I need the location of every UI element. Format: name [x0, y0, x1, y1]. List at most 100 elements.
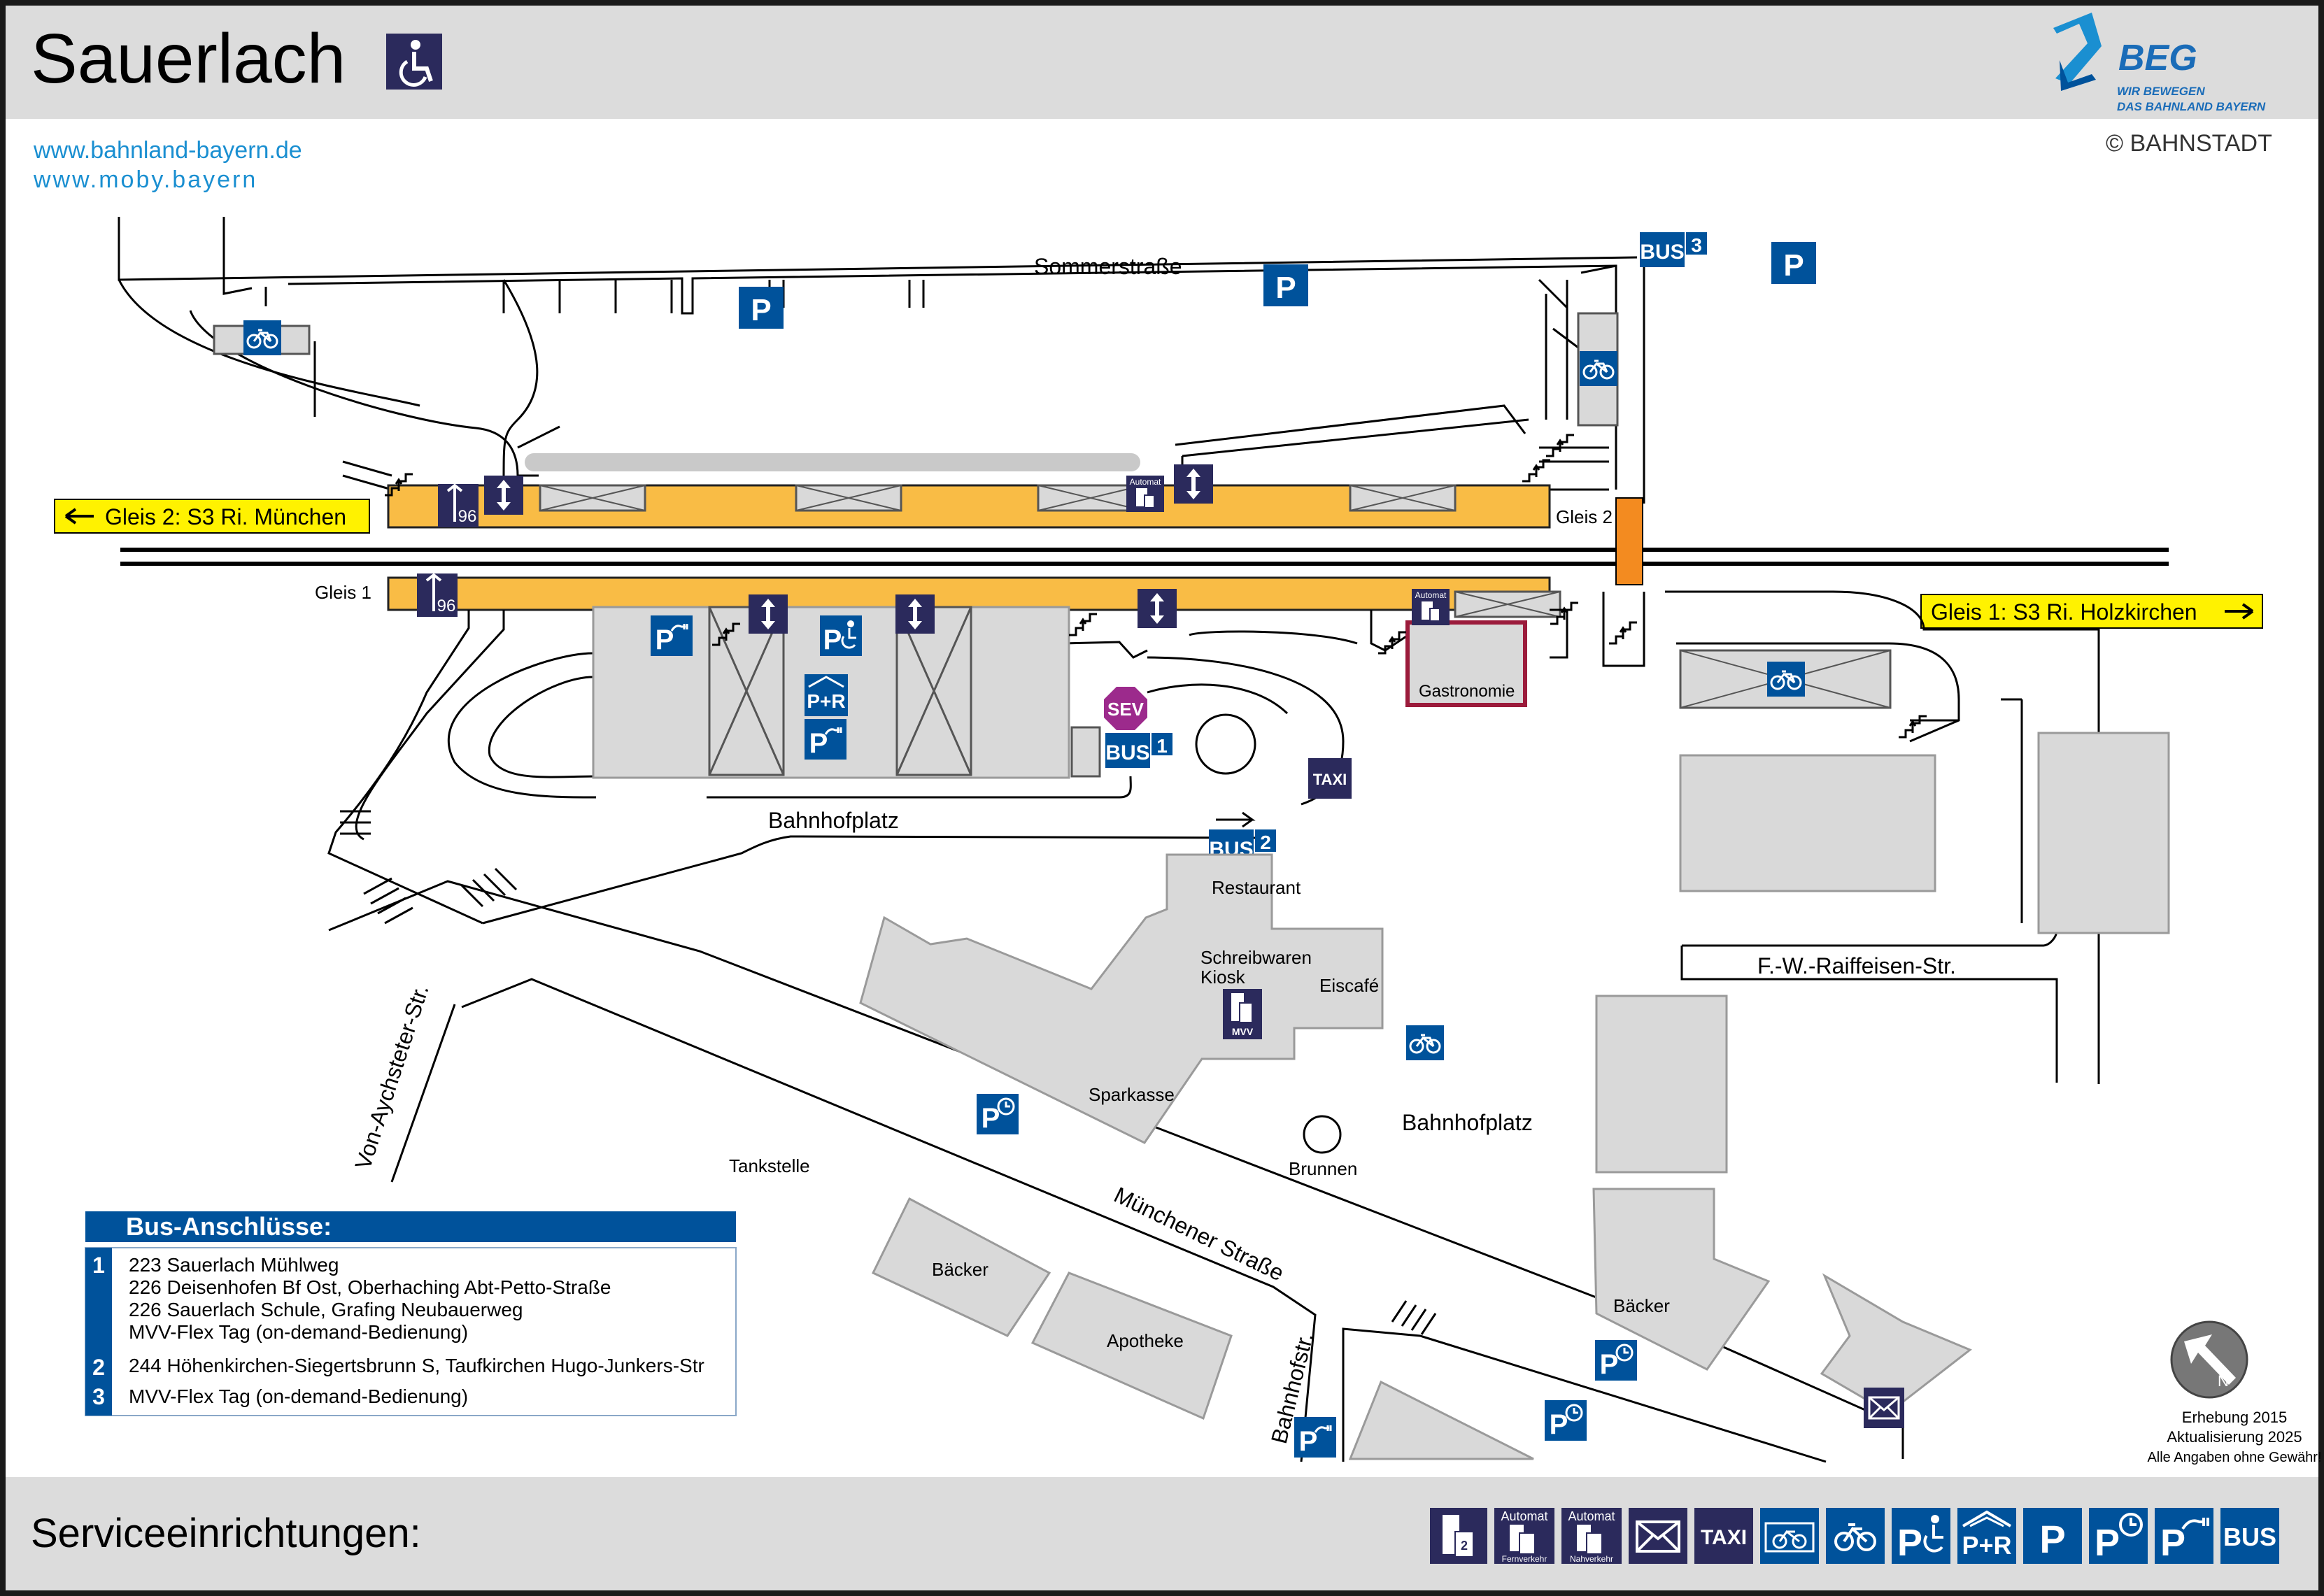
link-moby-bayern[interactable]: www.moby.bayern — [33, 166, 257, 193]
place-sparkasse: Sparkasse — [1089, 1084, 1175, 1105]
svg-text:P+R: P+R — [1962, 1531, 2011, 1560]
place-brunnen: Brunnen — [1289, 1158, 1357, 1179]
place-tankstelle: Tankstelle — [729, 1155, 810, 1176]
elevator-icon — [895, 594, 935, 634]
sev-icon: SEV — [1104, 687, 1147, 730]
parking-icon — [1263, 264, 1308, 306]
town-buildings — [859, 732, 2170, 1460]
bus-row-1-num: 1 — [92, 1253, 105, 1278]
mailbox-icon — [1629, 1508, 1687, 1564]
taxi-icon: TAXI — [1308, 758, 1352, 799]
svg-text:BUS: BUS — [1640, 241, 1684, 264]
svg-text:MVV: MVV — [1232, 1026, 1254, 1037]
wheelchair-icon — [386, 34, 442, 90]
bike-box-icon — [1577, 312, 1619, 427]
short-term-parking-icon: P — [2089, 1508, 2148, 1564]
place-baecker-east: Bäcker — [1613, 1295, 1670, 1316]
tree-row — [525, 453, 1140, 471]
place-kiosk: Kiosk — [1200, 967, 1246, 988]
ticket-machine-nahverkehr-icon: Automat Nahverkehr — [1561, 1508, 1622, 1564]
place-eiscafe: Eiscafé — [1319, 975, 1379, 996]
svg-text:2: 2 — [1260, 832, 1271, 853]
ticket-machine-icon — [1411, 588, 1450, 626]
street-sommerstrasse: Sommerstraße — [1034, 254, 1182, 279]
parking-deck-ramps — [708, 606, 1101, 778]
bus-row-3-num: 3 — [92, 1384, 105, 1409]
mailbox-icon — [1864, 1388, 1904, 1428]
bus-row-1-line-2: 226 Deisenhofen Bf Ost, Oberhaching Abt-… — [129, 1276, 611, 1298]
svg-text:1: 1 — [1156, 735, 1168, 757]
short-term-parking-icon — [975, 1092, 1020, 1136]
street-aychsteter: Von-Aychsteter-Str. — [350, 981, 433, 1172]
service-legend: 2 Automat Fernverkehr Automat Nahverkehr… — [1430, 1508, 2279, 1564]
taxi-icon: TAXI — [1694, 1508, 1753, 1564]
level-crossing — [1615, 497, 1643, 585]
parking-icon: P — [2023, 1508, 2082, 1564]
mvv-ticket-machine-icon: MVV — [1223, 989, 1262, 1039]
svg-text:P: P — [2160, 1522, 2185, 1564]
bike-icon — [1405, 1024, 1445, 1062]
svg-text:SEV: SEV — [1107, 699, 1145, 720]
street-raiffeisen: F.-W.-Raiffeisen-Str. — [1757, 953, 1956, 978]
bus-row-3-line-1: MVV-Flex Tag (on-demand-Bedienung) — [129, 1385, 468, 1407]
gleis-2-label: Gleis 2 — [1556, 506, 1613, 527]
roundabout-island — [1195, 713, 1256, 775]
gastronomie-label: Gastronomie — [1419, 682, 1515, 701]
beg-name: BEG — [2118, 38, 2197, 78]
ticket-machine-icon: 2 — [1430, 1508, 1487, 1564]
svg-text:Nahverkehr: Nahverkehr — [1570, 1554, 1613, 1564]
ev-charging-parking-icon — [1293, 1416, 1338, 1459]
survey-line-3: Alle Angaben ohne Gewähr! — [2147, 1450, 2321, 1465]
link-bahnland-bayern[interactable]: www.bahnland-bayern.de — [33, 137, 302, 164]
bike-box-icon — [213, 319, 311, 357]
svg-text:P+R: P+R — [807, 690, 845, 712]
svg-text:TAXI: TAXI — [1701, 1526, 1747, 1549]
bus-stop-3: BUS 3 — [1640, 232, 1707, 267]
beg-slogan-2: DAS BAHNLAND BAYERN — [2117, 100, 2266, 113]
place-apotheke: Apotheke — [1107, 1330, 1184, 1351]
svg-text:P: P — [823, 625, 842, 655]
svg-text:P: P — [2095, 1522, 2120, 1564]
south-street-outlines — [327, 590, 2100, 1463]
railway-tracks — [120, 548, 2169, 566]
bike-box-icon — [1760, 1508, 1819, 1564]
bus-connections-title: Bus-Anschlüsse: — [126, 1212, 332, 1241]
copyright-bahnstadt: © BAHNSTADT — [2106, 130, 2272, 157]
footer-title: Serviceeinrichtungen: — [31, 1511, 421, 1556]
stairs-icon — [1521, 459, 1552, 483]
bus-connections-panel: Bus-Anschlüsse: 1 223 Sauerlach Mühlweg … — [85, 1211, 737, 1416]
svg-text:Automat: Automat — [1568, 1509, 1615, 1523]
bus-row-1-line-4: MVV-Flex Tag (on-demand-Bedienung) — [129, 1321, 468, 1343]
svg-text:96: 96 — [437, 597, 456, 615]
parking-icon — [1771, 242, 1816, 284]
lift-line-96-gleis2: 96 — [438, 483, 479, 527]
elevator-icon — [749, 594, 788, 634]
stairs-icon — [1545, 434, 1575, 457]
svg-text:Fernverkehr: Fernverkehr — [1502, 1554, 1547, 1564]
survey-line-2: Aktualisierung 2025 — [2167, 1428, 2302, 1446]
ev-charging-parking-icon — [649, 614, 694, 657]
bike-icon — [1826, 1508, 1885, 1564]
bike-icon — [1766, 660, 1806, 698]
ticket-machine-fernverkehr-icon: Automat Fernverkehr — [1494, 1508, 1554, 1564]
fountain — [1303, 1115, 1342, 1154]
crosswalks — [340, 810, 1437, 1335]
park-and-ride-icon: P+R — [1957, 1508, 2016, 1564]
bus-row-1-line-3: 226 Sauerlach Schule, Grafing Neubauerwe… — [129, 1299, 523, 1320]
park-and-ride-icon: P+R — [805, 674, 848, 716]
page-title: Sauerlach — [31, 20, 346, 98]
svg-text:3: 3 — [1691, 234, 1702, 256]
gastronomie-building — [1405, 620, 1527, 707]
xbox-gleis1 — [1454, 590, 1561, 618]
svg-text:96: 96 — [458, 507, 477, 526]
bus-icon: BUS — [2220, 1508, 2279, 1564]
elevator-icon — [484, 476, 523, 515]
direction-banner-gleis-2: Gleis 2: S3 Ri. München — [54, 499, 370, 534]
direction-banner-gleis-1: Gleis 1: S3 Ri. Holzkirchen — [1920, 594, 2263, 629]
beg-slogan-1: WIR BEWEGEN — [2117, 85, 2205, 98]
svg-text:2: 2 — [1461, 1539, 1468, 1553]
header-band — [6, 6, 2318, 119]
ev-charging-parking-icon — [803, 718, 848, 761]
beg-logo: BEG WIR BEWEGEN DAS BAHNLAND BAYERN — [2053, 13, 2266, 113]
